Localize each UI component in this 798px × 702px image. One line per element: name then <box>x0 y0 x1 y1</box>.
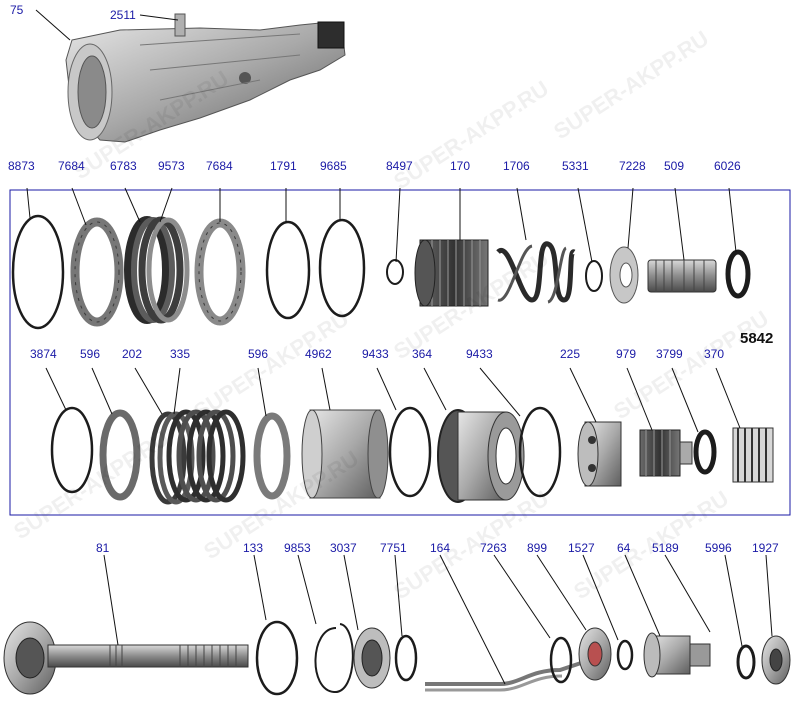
part-label: 75 <box>10 3 24 17</box>
part-label: 1527 <box>568 541 595 555</box>
drum-170-part[interactable] <box>414 239 489 307</box>
part-label: 3874 <box>30 347 57 361</box>
part-label: 4962 <box>305 347 332 361</box>
part-label: 899 <box>527 541 548 555</box>
part-label: 64 <box>617 541 631 555</box>
bearing-370-part[interactable] <box>732 427 774 483</box>
assembly-number: 5842 <box>740 330 774 347</box>
part-label: 2511 <box>110 8 136 22</box>
part-label: 9573 <box>158 159 185 173</box>
housing-899-part[interactable] <box>578 627 612 681</box>
part-label: 3037 <box>330 541 357 555</box>
part-label: 5996 <box>705 541 732 555</box>
part-label: 1791 <box>270 159 297 173</box>
seal-5996-part[interactable] <box>736 644 756 680</box>
bearing-3037-part[interactable] <box>353 627 391 689</box>
part-label: 9433 <box>466 347 493 361</box>
part-label: 202 <box>122 347 143 361</box>
clutch-pack-335-part[interactable] <box>166 409 246 503</box>
washer-3799-part[interactable] <box>693 429 717 475</box>
shaft-509-part[interactable] <box>647 259 717 293</box>
clutch-plate-7684-part[interactable] <box>70 217 124 327</box>
bearing-1927-part[interactable] <box>761 635 791 685</box>
part-label: 7684 <box>58 159 85 173</box>
part-label: 364 <box>412 347 433 361</box>
snap-ring-1791-part[interactable] <box>265 220 311 320</box>
part-label: 9685 <box>320 159 347 173</box>
part-label: 164 <box>430 541 451 555</box>
clutch-plate-596-part[interactable] <box>99 409 141 501</box>
snap-ring-3874-part[interactable] <box>50 406 94 494</box>
snap-ring-7263-part[interactable] <box>549 636 573 684</box>
ring-1527-part[interactable] <box>616 639 634 671</box>
snap-ring-9853-part[interactable] <box>314 623 354 694</box>
small-ring-8497-part[interactable] <box>386 259 404 285</box>
part-label: 596 <box>80 347 101 361</box>
ring-gear-364-part[interactable] <box>437 409 525 503</box>
part-label: 335 <box>170 347 191 361</box>
gear-979-part[interactable] <box>639 429 693 477</box>
part-label: 1706 <box>503 159 530 173</box>
watermark-text: SUPER-AKPP.RU <box>609 306 773 425</box>
clutch-plate-7684b-part[interactable] <box>194 218 246 326</box>
part-label: 9853 <box>284 541 311 555</box>
part-label: 8497 <box>386 159 413 173</box>
part-label: 6026 <box>714 159 741 173</box>
part-label: 7684 <box>206 159 233 173</box>
output-shaft-81-part[interactable] <box>3 621 249 695</box>
small-ring-5331-part[interactable] <box>585 260 603 292</box>
snap-ring-9685-part[interactable] <box>318 218 366 318</box>
part-label: 370 <box>704 347 725 361</box>
part-label: 596 <box>248 347 269 361</box>
flange-64-part[interactable] <box>643 632 711 678</box>
lube-tube-164-part[interactable] <box>425 658 591 692</box>
part-label: 7751 <box>380 541 407 555</box>
spring-1706-part[interactable] <box>496 241 577 304</box>
snap-ring-9433b-part[interactable] <box>518 406 562 498</box>
part-label: 170 <box>450 159 471 173</box>
snap-ring-7751-part[interactable] <box>394 634 418 682</box>
snap-ring-9433-part[interactable] <box>388 406 432 498</box>
part-label: 3799 <box>656 347 683 361</box>
thrust-washer-7228-part[interactable] <box>609 246 639 304</box>
part-label: 133 <box>243 541 264 555</box>
part-label: 509 <box>664 159 685 173</box>
part-label: 5331 <box>562 159 589 173</box>
clutch-plate-596b-part[interactable] <box>253 412 291 500</box>
watermark-text: SUPER-AKPP.RU <box>549 26 713 145</box>
leader-lines <box>26 9 773 685</box>
watermark-text: SUPER-AKPP.RU <box>389 76 553 195</box>
transmission-case-part[interactable] <box>65 13 346 143</box>
part-label: 81 <box>96 541 110 555</box>
part-label: 6783 <box>110 159 137 173</box>
part-label: 1927 <box>752 541 779 555</box>
part-label: 7228 <box>619 159 646 173</box>
part-label: 979 <box>616 347 637 361</box>
clutch-pack-202-part[interactable] <box>149 411 195 505</box>
part-label: 9433 <box>362 347 389 361</box>
snap-ring-133-part[interactable] <box>255 620 299 696</box>
planet-carrier-225-part[interactable] <box>577 421 622 487</box>
sleeve-4962-part[interactable] <box>301 409 389 499</box>
part-label: 225 <box>560 347 581 361</box>
part-label: 8873 <box>8 159 35 173</box>
seal-6026-part[interactable] <box>725 249 751 299</box>
part-label: 5189 <box>652 541 679 555</box>
snap-ring-8873-part[interactable] <box>11 214 65 330</box>
part-label: 7263 <box>480 541 507 555</box>
